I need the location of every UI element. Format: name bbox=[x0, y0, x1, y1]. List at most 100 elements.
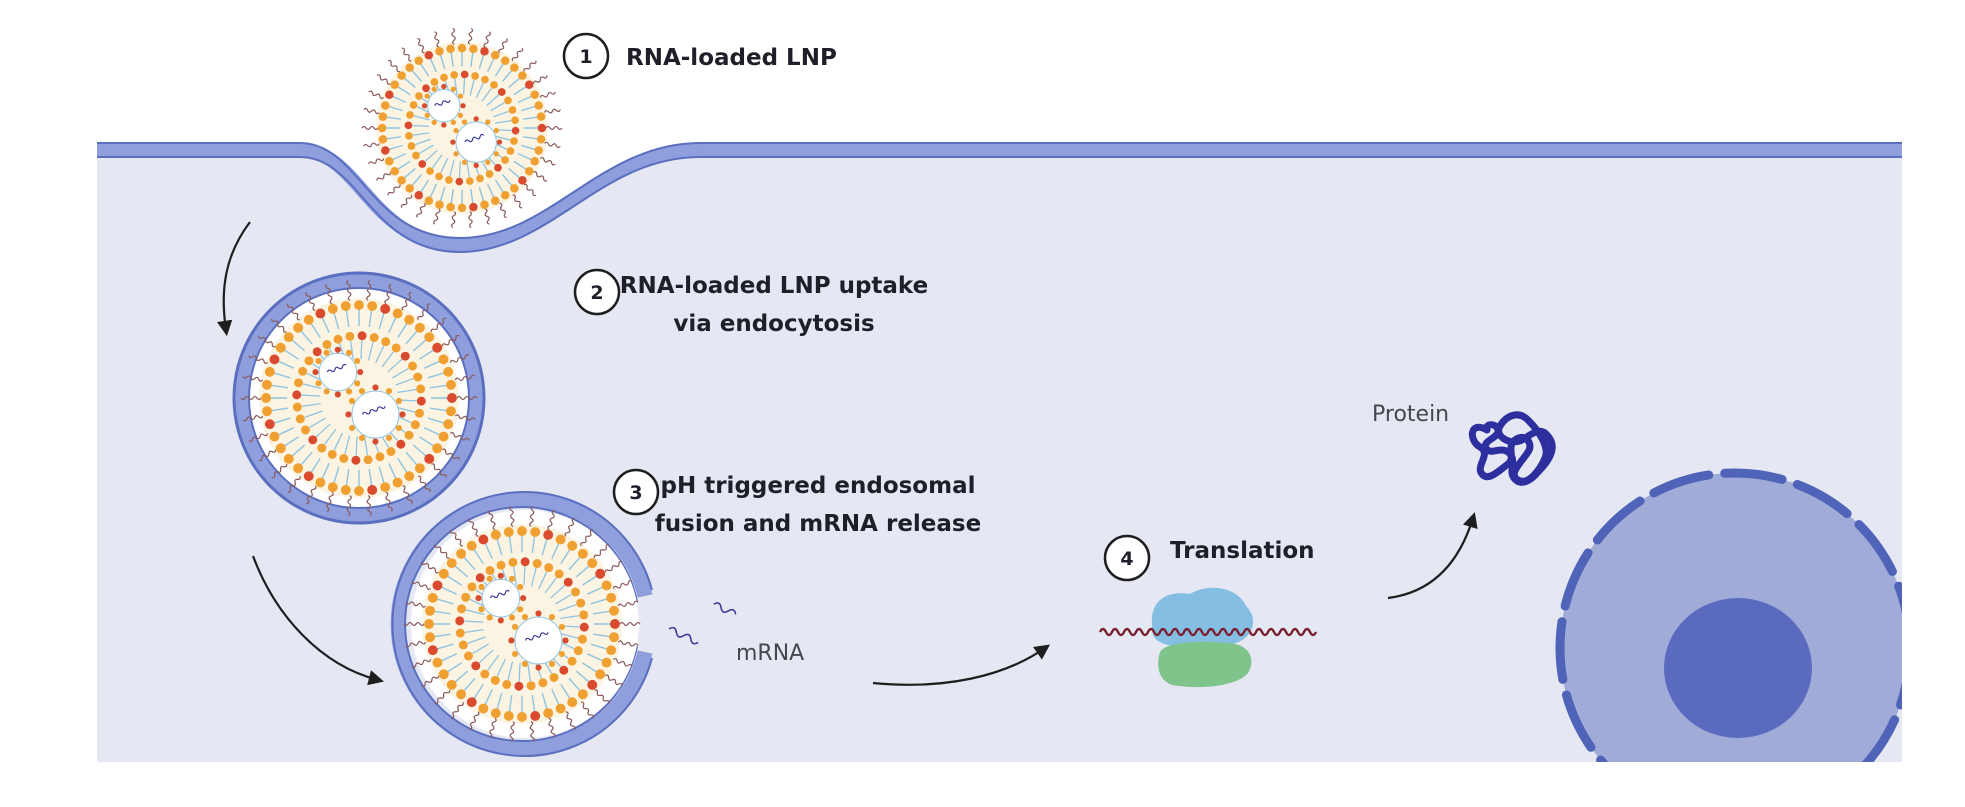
lipid-head bbox=[405, 131, 413, 140]
lipid-head bbox=[480, 47, 489, 56]
lipid-head bbox=[535, 610, 542, 617]
lipid-head bbox=[406, 111, 414, 119]
peg-lipid-tail bbox=[387, 184, 401, 196]
lipid-tail bbox=[531, 534, 536, 554]
lipid-head bbox=[367, 301, 378, 311]
lipid-head bbox=[415, 92, 423, 100]
peg-lipid-tail bbox=[512, 194, 523, 209]
lipid-head bbox=[315, 477, 326, 488]
lipid-head bbox=[292, 390, 302, 400]
step-2-label-line-2: via endocytosis bbox=[673, 311, 874, 337]
lipid-tail bbox=[428, 56, 437, 73]
lipid-head bbox=[425, 632, 435, 643]
lipid-head bbox=[303, 471, 314, 482]
peg-lipid-tail bbox=[548, 717, 556, 738]
lipid-tail bbox=[495, 692, 503, 712]
lipid-head bbox=[450, 139, 456, 145]
lipid-tail bbox=[396, 406, 416, 413]
lipid-head bbox=[457, 93, 464, 99]
peg-lipid-tail bbox=[306, 485, 317, 505]
lipid-tail bbox=[405, 451, 419, 467]
lipid-head bbox=[555, 703, 566, 714]
peg-lipid-tail bbox=[580, 529, 594, 546]
lipid-head bbox=[530, 90, 539, 100]
lipid-tail bbox=[544, 577, 557, 594]
lipid-head bbox=[431, 86, 437, 92]
lipid-head bbox=[303, 314, 314, 325]
peg-lipid-tail bbox=[593, 543, 610, 559]
peg-lipid-tail bbox=[434, 544, 450, 559]
lipid-head bbox=[520, 557, 530, 567]
step-4-label: Translation bbox=[1170, 538, 1315, 564]
lipid-head bbox=[496, 560, 506, 570]
peg-lipid-tail bbox=[363, 142, 380, 148]
lipid-head bbox=[573, 646, 583, 656]
lipid-tail bbox=[269, 407, 289, 412]
step-4-number: 4 bbox=[1120, 548, 1133, 570]
lipid-head bbox=[524, 166, 534, 176]
lipid-head bbox=[514, 681, 524, 691]
lipid-tail bbox=[388, 315, 398, 334]
lipid-tail bbox=[301, 394, 321, 397]
lipid-head bbox=[465, 177, 474, 185]
encapsulated-mrna bbox=[361, 406, 386, 415]
lipid-head bbox=[440, 73, 448, 82]
lipid-tail bbox=[396, 160, 411, 171]
peg-lipid-tail bbox=[287, 476, 301, 493]
lipid-tail bbox=[412, 124, 429, 127]
peg-lipid-tail bbox=[325, 284, 333, 305]
peg-lipid-tail bbox=[405, 641, 427, 648]
peg-lipid-tail bbox=[240, 395, 262, 401]
peg-lipid-tail bbox=[385, 491, 393, 512]
lipid-head bbox=[457, 43, 467, 53]
lipid-head bbox=[391, 343, 401, 353]
lipid-tail bbox=[575, 564, 591, 578]
lipid-tail bbox=[396, 85, 411, 96]
lipid-tail bbox=[301, 403, 321, 408]
peg-lipid-tail bbox=[384, 283, 392, 305]
lipid-head bbox=[315, 380, 322, 387]
lipid-tail bbox=[432, 610, 452, 615]
lipid-tail bbox=[501, 68, 514, 82]
lipid-head bbox=[508, 575, 516, 582]
lipid-head bbox=[414, 322, 425, 333]
lipid-tail bbox=[412, 338, 428, 352]
peg-lipid-tail bbox=[305, 292, 316, 311]
peg-lipid-tail bbox=[441, 334, 460, 347]
lipid-head bbox=[357, 331, 367, 341]
lipid-tail bbox=[431, 154, 443, 169]
lipid-tail bbox=[541, 536, 549, 556]
lipid-head bbox=[410, 420, 420, 430]
peg-lipid-tail bbox=[498, 38, 508, 54]
lipid-head bbox=[404, 471, 415, 482]
lipid-head bbox=[485, 119, 491, 125]
peg-lipid-tail bbox=[411, 581, 431, 590]
lipid-head bbox=[323, 388, 330, 395]
peg-lipid-tail bbox=[456, 395, 478, 401]
lipid-head bbox=[562, 637, 569, 644]
lipid-tail bbox=[378, 466, 386, 486]
lipid-head bbox=[424, 332, 435, 343]
lipid-head bbox=[432, 580, 443, 591]
encapsulated-mrna bbox=[434, 100, 451, 106]
lipid-head bbox=[308, 435, 318, 445]
lipid-head bbox=[549, 673, 559, 682]
step-3-badge bbox=[612, 468, 660, 516]
lipid-head bbox=[567, 697, 578, 708]
peg-lipid-tail bbox=[450, 211, 457, 229]
lipid-tail bbox=[315, 423, 331, 438]
lipid-tail bbox=[290, 338, 306, 352]
nucleus-group bbox=[1555, 468, 1902, 762]
lipid-head bbox=[327, 303, 338, 314]
lipid-head bbox=[460, 70, 469, 79]
lipid-tail bbox=[522, 116, 540, 120]
lipid-tail bbox=[478, 187, 485, 203]
lipid-head bbox=[577, 548, 588, 559]
peg-lipid-tail bbox=[433, 208, 441, 225]
lipid-head bbox=[478, 583, 485, 590]
lipid-tail bbox=[440, 157, 449, 174]
peg-lipid-tail bbox=[248, 355, 268, 364]
step-4-badge bbox=[1103, 534, 1151, 582]
lipid-head bbox=[385, 90, 394, 100]
lipid-head bbox=[322, 340, 332, 349]
